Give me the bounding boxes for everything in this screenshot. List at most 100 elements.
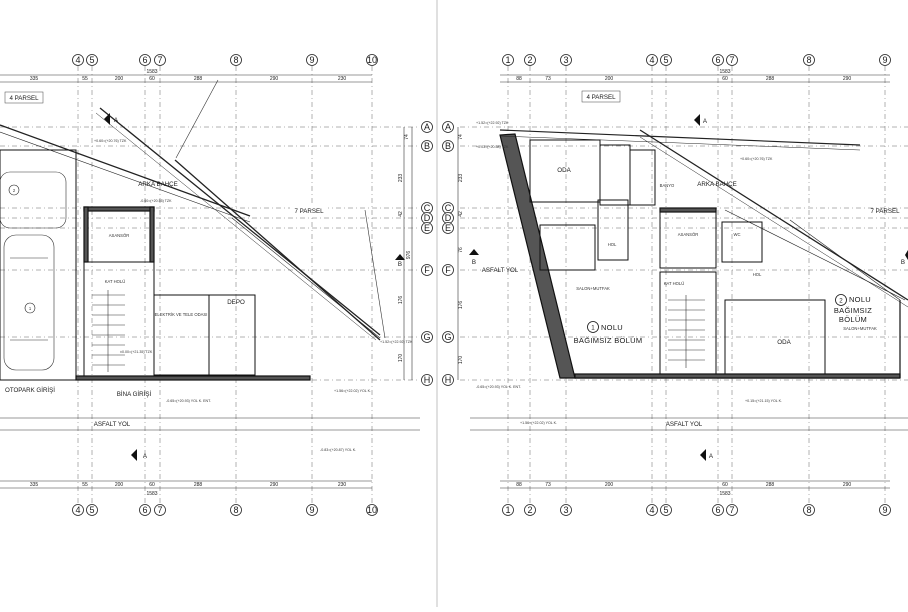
svg-text:2: 2: [527, 505, 532, 515]
elevator-label-right: ASANSÖR: [678, 232, 698, 237]
svg-text:7: 7: [157, 55, 162, 65]
dim-right-bottom-total: 1583: [719, 491, 730, 497]
dim-left-bottom-6: 290: [270, 482, 279, 488]
right-vdim-5: 176: [458, 301, 464, 310]
dim-right-bottom-5: 288: [766, 482, 775, 488]
svg-text:9: 9: [309, 55, 314, 65]
dim-left-bottom-2: 55: [82, 482, 88, 488]
right-vdim-6: 170: [458, 356, 464, 365]
svg-text:C: C: [424, 203, 431, 213]
left-vdim-2: 233: [398, 174, 404, 183]
living-kitchen-label: SALON+MUTFAK: [576, 286, 610, 291]
svg-text:G: G: [444, 332, 451, 342]
dim-left-top-5: 288: [194, 76, 203, 82]
svg-text:5: 5: [663, 505, 668, 515]
level-right-5: +0.15=(+21.15) YOL K.: [745, 399, 782, 403]
dim-right-top-5: 288: [766, 76, 775, 82]
svg-text:4: 4: [75, 505, 80, 515]
svg-text:4: 4: [649, 55, 654, 65]
car-icon-1: [4, 235, 54, 370]
level-right-2: +0.03=(+20.58) TZK: [476, 145, 509, 149]
svg-text:A: A: [709, 453, 714, 460]
level-right-1: +1.52=(+22.92) TZK: [476, 121, 509, 125]
dim-right-bottom-6: 290: [843, 482, 852, 488]
unit-2-label-group: 2 NOLU BAĞIMSIZ BÖLÜM: [834, 295, 872, 325]
right-vdim-4: 76: [458, 247, 464, 253]
right-col-bubbles-top: 1 2 3 4 5 6 7 8 9: [503, 55, 891, 66]
left-row-bubbles: A B C D E F G H: [422, 122, 433, 386]
dim-right-bottom-3: 200: [605, 482, 614, 488]
svg-text:10: 10: [367, 505, 377, 515]
svg-text:B: B: [445, 141, 451, 151]
dim-right-top-1: 88: [516, 76, 522, 82]
left-vdim-5: 170: [398, 354, 404, 363]
svg-text:7: 7: [729, 55, 734, 65]
left-grid-columns: [78, 66, 372, 510]
svg-text:8: 8: [233, 505, 238, 515]
dim-left-top-7: 230: [338, 76, 347, 82]
svg-text:5: 5: [89, 55, 94, 65]
dim-right-top-total: 1583: [719, 69, 730, 75]
svg-text:9: 9: [882, 505, 887, 515]
back-garden-label-right: ARKA BAHÇE: [697, 181, 737, 188]
left-vdim-total: 976: [406, 251, 412, 260]
electric-room-label: ELEKTRİK VE TELE ODASI: [155, 312, 208, 317]
svg-text:1: 1: [505, 505, 510, 515]
svg-text:A: A: [445, 122, 451, 132]
parcel-7-label-left: 7 PARSEL: [294, 208, 324, 215]
svg-text:6: 6: [142, 55, 147, 65]
dim-left-top-2: 55: [82, 76, 88, 82]
back-garden-label-left: ARKA BAHÇE: [138, 181, 178, 188]
left-section-markers: A A B: [104, 113, 405, 461]
svg-text:8: 8: [806, 55, 811, 65]
right-col-bubbles-bottom: 1 2 3 4 5 6 7 8 9: [503, 505, 891, 516]
level-left-1: +0.60=(+20.76) TZK: [94, 139, 127, 143]
left-col-bubbles-bottom: 4 5 6 7 8 9 10: [73, 505, 378, 516]
stair-hall-label-left: KAT HOLÜ: [105, 279, 126, 284]
hall-label-right-2: HOL: [753, 272, 762, 277]
svg-text:4: 4: [75, 55, 80, 65]
dim-left-bottom-3: 200: [115, 482, 124, 488]
level-right-6: +0.60=(+20.76) TZK: [740, 157, 773, 161]
svg-text:9: 9: [882, 55, 887, 65]
road-label-right: ASFALT YOL: [666, 421, 703, 428]
svg-text:A: A: [143, 453, 148, 460]
svg-text:6: 6: [715, 55, 720, 65]
left-col-bubbles-top: 4 5 6 7 8 9 10: [73, 55, 378, 66]
car-icon-2: [0, 172, 66, 228]
unit-1-label-group: 1 NOLU BAĞIMSIZ BÖLÜM: [574, 322, 643, 346]
svg-text:6: 6: [715, 505, 720, 515]
right-vdim-2: 233: [458, 174, 464, 183]
svg-text:7: 7: [729, 505, 734, 515]
svg-text:D: D: [424, 213, 431, 223]
parcel-4-label-right: 4 PARSEL: [586, 94, 616, 101]
parking-entry-label: OTOPARK GİRİŞİ: [5, 387, 55, 394]
level-left-4: -0.65=(+20.93) YOL K. ENT.: [166, 399, 211, 403]
svg-text:F: F: [424, 265, 430, 275]
level-left-3: ±0.00=(+21.35) TZK: [120, 350, 153, 354]
svg-text:8: 8: [806, 505, 811, 515]
unit-2-label: NOLU: [849, 295, 871, 304]
dim-right-bottom-1: 88: [516, 482, 522, 488]
bedroom-2-label: ODA: [777, 339, 791, 346]
svg-text:7: 7: [157, 505, 162, 515]
svg-text:A: A: [703, 118, 708, 125]
svg-text:C: C: [445, 203, 452, 213]
left-grid-rows: [0, 127, 420, 380]
road-label-right-side: ASFALT YOL: [482, 267, 519, 274]
hall-label-right: HOL: [608, 242, 617, 247]
svg-text:5: 5: [89, 505, 94, 515]
dim-left-top-3: 200: [115, 76, 124, 82]
left-core: ASANSÖR KAT HOLÜ: [84, 207, 154, 380]
svg-text:2: 2: [527, 55, 532, 65]
dim-right-top-6: 290: [843, 76, 852, 82]
dim-left-top-6: 290: [270, 76, 279, 82]
svg-text:10: 10: [367, 55, 377, 65]
dim-right-bottom-2: 73: [545, 482, 551, 488]
right-vdim-1: 74: [458, 134, 464, 140]
stair-hall-label-right: KAT HOLÜ: [664, 281, 685, 286]
level-left-2: -0.60=(+20.55) TZK: [140, 199, 172, 203]
svg-text:3: 3: [563, 55, 568, 65]
dim-right-top-2: 73: [545, 76, 551, 82]
